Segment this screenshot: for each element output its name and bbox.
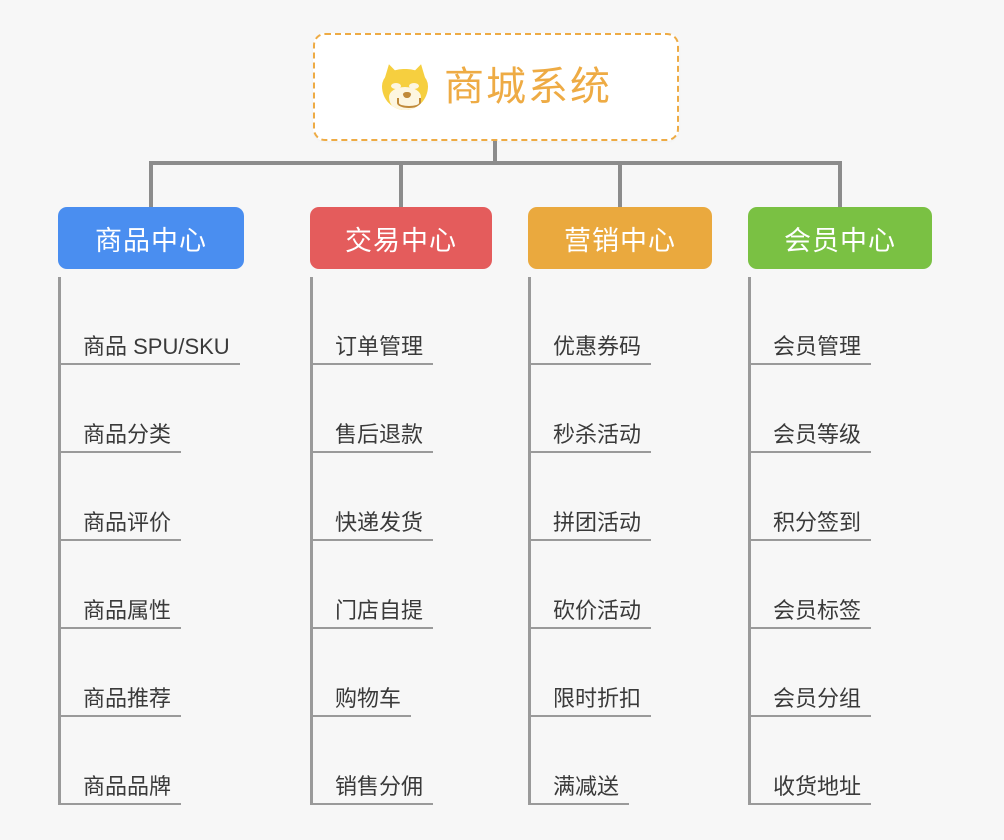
- leaf-label: 优惠券码: [531, 334, 652, 365]
- leaf-label: 砍价活动: [531, 598, 652, 629]
- branch-trade-center: 交易中心 订单管理 售后退款 快递发货 门店自提 购物车 销售分佣: [310, 207, 492, 805]
- leaf-item[interactable]: 满减送: [531, 717, 712, 805]
- leaf-item[interactable]: 售后退款: [313, 365, 492, 453]
- connector-drop-4: [838, 161, 842, 207]
- leaf-item[interactable]: 快递发货: [313, 453, 492, 541]
- leaf-label: 会员分组: [751, 686, 872, 717]
- branch-header-1[interactable]: 商品中心: [58, 207, 244, 269]
- leaf-label: 拼团活动: [531, 510, 652, 541]
- leaf-item[interactable]: 销售分佣: [313, 717, 492, 805]
- leaf-label: 会员标签: [751, 598, 872, 629]
- leaf-label: 商品评价: [61, 510, 182, 541]
- root-node[interactable]: 商城系统: [313, 33, 679, 141]
- branch-items-2: 订单管理 售后退款 快递发货 门店自提 购物车 销售分佣: [310, 277, 492, 805]
- leaf-label: 商品 SPU/SKU: [61, 334, 240, 365]
- leaf-item[interactable]: 会员管理: [751, 277, 932, 365]
- leaf-label: 购物车: [313, 686, 412, 717]
- leaf-label: 售后退款: [313, 422, 434, 453]
- branch-product-center: 商品中心 商品 SPU/SKU 商品分类 商品评价 商品属性 商品推荐 商品品牌: [58, 207, 244, 805]
- dog-face-icon: [379, 61, 431, 110]
- branch-header-4[interactable]: 会员中心: [748, 207, 932, 269]
- branch-member-center: 会员中心 会员管理 会员等级 积分签到 会员标签 会员分组 收货地址: [748, 207, 932, 805]
- leaf-item[interactable]: 门店自提: [313, 541, 492, 629]
- leaf-item[interactable]: 拼团活动: [531, 453, 712, 541]
- leaf-label: 积分签到: [751, 510, 872, 541]
- leaf-label: 门店自提: [313, 598, 434, 629]
- leaf-label: 限时折扣: [531, 686, 652, 717]
- leaf-item[interactable]: 商品评价: [61, 453, 244, 541]
- leaf-item[interactable]: 会员标签: [751, 541, 932, 629]
- leaf-item[interactable]: 购物车: [313, 629, 492, 717]
- leaf-label: 商品推荐: [61, 686, 182, 717]
- branch-items-1: 商品 SPU/SKU 商品分类 商品评价 商品属性 商品推荐 商品品牌: [58, 277, 244, 805]
- branch-items-4: 会员管理 会员等级 积分签到 会员标签 会员分组 收货地址: [748, 277, 932, 805]
- leaf-item[interactable]: 优惠券码: [531, 277, 712, 365]
- leaf-item[interactable]: 秒杀活动: [531, 365, 712, 453]
- leaf-item[interactable]: 商品推荐: [61, 629, 244, 717]
- leaf-item[interactable]: 商品 SPU/SKU: [61, 277, 244, 365]
- leaf-label: 商品品牌: [61, 774, 182, 805]
- branch-header-2[interactable]: 交易中心: [310, 207, 492, 269]
- leaf-item[interactable]: 会员分组: [751, 629, 932, 717]
- leaf-item[interactable]: 积分签到: [751, 453, 932, 541]
- connector-root-stem: [493, 141, 497, 164]
- leaf-label: 会员管理: [751, 334, 872, 365]
- root-title: 商城系统: [444, 65, 612, 109]
- leaf-item[interactable]: 商品属性: [61, 541, 244, 629]
- branch-header-3[interactable]: 营销中心: [528, 207, 712, 269]
- branch-marketing-center: 营销中心 优惠券码 秒杀活动 拼团活动 砍价活动 限时折扣 满减送: [528, 207, 712, 805]
- leaf-label: 销售分佣: [313, 774, 434, 805]
- connector-drop-1: [149, 161, 153, 207]
- connector-drop-2: [399, 161, 403, 207]
- leaf-label: 商品分类: [61, 422, 182, 453]
- connector-horizontal-bar: [149, 161, 839, 165]
- leaf-label: 会员等级: [751, 422, 872, 453]
- leaf-item[interactable]: 订单管理: [313, 277, 492, 365]
- leaf-item[interactable]: 收货地址: [751, 717, 932, 805]
- leaf-label: 快递发货: [313, 510, 434, 541]
- leaf-label: 满减送: [531, 774, 630, 805]
- leaf-label: 秒杀活动: [531, 422, 652, 453]
- leaf-item[interactable]: 商品品牌: [61, 717, 244, 805]
- leaf-item[interactable]: 砍价活动: [531, 541, 712, 629]
- leaf-label: 收货地址: [751, 774, 872, 805]
- leaf-label: 商品属性: [61, 598, 182, 629]
- leaf-label: 订单管理: [313, 334, 434, 365]
- leaf-item[interactable]: 限时折扣: [531, 629, 712, 717]
- leaf-item[interactable]: 商品分类: [61, 365, 244, 453]
- connector-drop-3: [618, 161, 622, 207]
- branch-items-3: 优惠券码 秒杀活动 拼团活动 砍价活动 限时折扣 满减送: [528, 277, 712, 805]
- leaf-item[interactable]: 会员等级: [751, 365, 932, 453]
